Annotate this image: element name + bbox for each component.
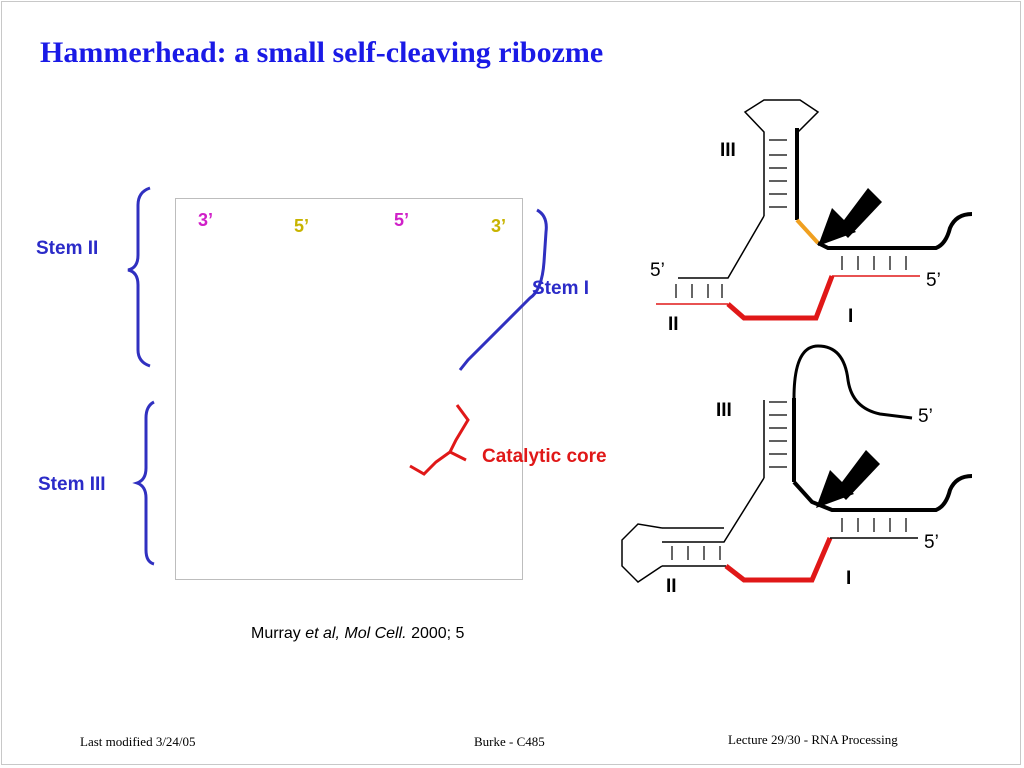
footer-lecture: Lecture 29/30 - RNA Processing	[728, 732, 898, 747]
bottom-five-prime-loop: 5’	[918, 406, 933, 427]
top-cleavage-arrow	[818, 188, 882, 246]
bottom-stem-i-upper-strand	[792, 474, 973, 512]
bottom-red-core-strand	[724, 537, 833, 583]
catalytic-core-label: Catalytic core	[482, 446, 607, 467]
end-label-3prime-magenta: 3’	[198, 210, 214, 230]
top-cleavage-site	[795, 218, 820, 245]
citation: Murray et al, Mol Cell. 2000; 5	[251, 625, 464, 643]
top-stem-ii-pairs	[675, 284, 723, 298]
top-stem-iii-loop	[743, 99, 820, 216]
stem-ii-brace	[127, 186, 151, 368]
footer-last-modified: Last modified 3/24/05	[80, 734, 196, 749]
top-stem-iii-pairs	[769, 139, 787, 208]
stem-i-label: Stem I	[532, 278, 590, 299]
structure-image-frame	[175, 198, 523, 580]
top-stem-i-upper-strand	[817, 212, 973, 250]
top-stem-i-pairs	[841, 256, 907, 270]
bottom-stem-ii-pairs	[671, 546, 721, 560]
citation-year: 2000; 5	[411, 625, 465, 642]
bottom-five-prime-right: 5’	[924, 532, 939, 553]
end-label-5prime-yellow: 5’	[294, 216, 310, 236]
stem-iii-brace	[132, 400, 155, 566]
top-five-prime-right: 5’	[926, 270, 941, 291]
top-stem-i-label: I	[848, 306, 854, 327]
bottom-cleavage-arrow	[816, 450, 880, 508]
top-stem-iii-label: III	[720, 140, 736, 161]
stem-iii-label: Stem III	[38, 474, 106, 495]
bottom-junction-thin	[662, 477, 765, 543]
catalytic-core-brace	[409, 404, 470, 476]
footer-author: Burke - C485	[474, 734, 545, 749]
top-junction-thin	[678, 215, 765, 279]
end-label-5prime-magenta: 5’	[394, 210, 410, 230]
bottom-stem-i-pairs	[841, 518, 907, 532]
bottom-open-loop	[792, 344, 913, 420]
bottom-stem-ii-loop	[621, 523, 663, 583]
bottom-stem-iii-pairs	[769, 401, 787, 468]
stem-i-brace	[458, 208, 548, 371]
top-stem-ii-label: II	[668, 314, 679, 335]
citation-author: Murray	[251, 625, 301, 642]
stem-ii-label: Stem II	[36, 238, 99, 259]
bottom-stem-ii-label: II	[666, 576, 677, 597]
bottom-stem-i-label: I	[846, 568, 852, 589]
bottom-stem-iii-label: III	[716, 400, 732, 421]
citation-journal: et al, Mol Cell.	[305, 625, 407, 642]
slide-title: Hammerhead: a small self-cleaving ribozm…	[40, 36, 604, 69]
top-five-prime-left: 5’	[650, 260, 665, 281]
top-red-core-strand	[726, 275, 835, 321]
end-label-3prime-yellow: 3’	[491, 216, 507, 236]
